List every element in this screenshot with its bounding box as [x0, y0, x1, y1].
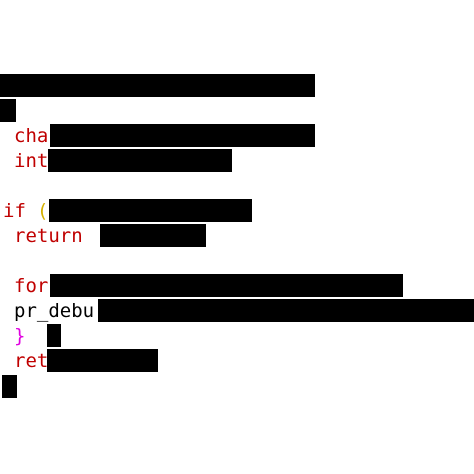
- redaction-bar: [50, 274, 403, 297]
- code-keyword: int: [14, 150, 49, 172]
- redaction-bar: [49, 199, 252, 222]
- code-line-1: [0, 74, 474, 98]
- code-line-6: if (: [0, 199, 474, 223]
- code-line-12: ret: [0, 349, 474, 373]
- code-keyword: return: [14, 225, 83, 247]
- redaction-bar: [50, 124, 315, 147]
- code-brace: }: [14, 325, 26, 347]
- redaction-bar: [48, 149, 232, 172]
- code-line-9: for: [0, 274, 474, 298]
- code-line-10: pr_debu: [0, 299, 474, 323]
- redaction-bar: [47, 324, 61, 347]
- code-identifier: pr_debu: [14, 300, 95, 322]
- code-line-3: cha: [0, 124, 474, 148]
- redaction-bar: [0, 99, 16, 122]
- code-keyword: for: [14, 275, 49, 297]
- code-keyword: ret: [14, 350, 49, 372]
- redaction-bar: [100, 224, 206, 247]
- code-paren: (: [37, 200, 49, 222]
- redaction-bar: [2, 375, 17, 398]
- code-keyword: cha: [14, 125, 49, 147]
- code-line-13: [0, 375, 474, 399]
- code-line-7: return: [0, 224, 474, 248]
- redaction-bar: [47, 349, 158, 372]
- code-line-11: }: [0, 324, 474, 348]
- redaction-bar: [0, 74, 315, 97]
- code-line-2: [0, 99, 474, 123]
- code-keyword: if: [3, 200, 26, 222]
- redaction-bar: [98, 299, 474, 322]
- code-line-4: int: [0, 149, 474, 173]
